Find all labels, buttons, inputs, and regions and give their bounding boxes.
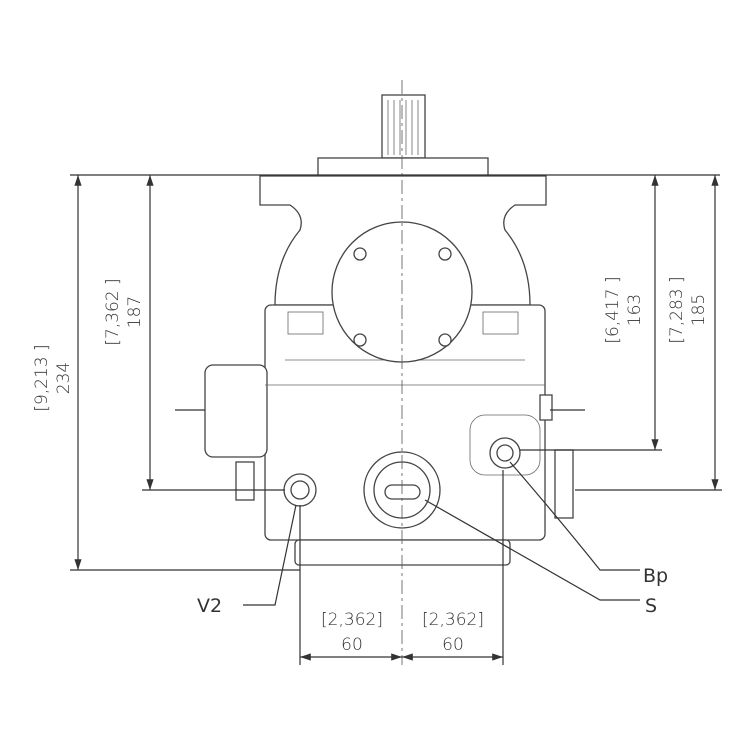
dim-187-inch: [7,362 ] [103,278,123,345]
dim-right-60-mm: 60 [442,635,464,655]
dim-185-mm: 185 [689,294,709,326]
control-valve [204,364,268,458]
dim-234-mm: 234 [54,362,74,394]
dim-163-mm: 163 [625,294,645,326]
dim-163-inch: [6,417 ] [603,276,623,343]
leader-lines [243,461,640,606]
dim-left-60-mm: 60 [341,635,363,655]
drive-shaft [381,94,426,159]
dim-234-inch: [9,213 ] [32,344,52,411]
port-label-bp: Bp [643,565,668,587]
dim-185-inch: [7,283 ] [667,276,687,343]
port-label-s: S [645,595,657,617]
pump-body [175,80,585,665]
dimension-lines [70,174,722,665]
dim-left-60-inch: [2,362] [321,610,383,630]
port-label-v2: V2 [197,595,222,617]
dim-right-60-inch: [2,362] [422,610,484,630]
dim-187-mm: 187 [125,296,145,328]
